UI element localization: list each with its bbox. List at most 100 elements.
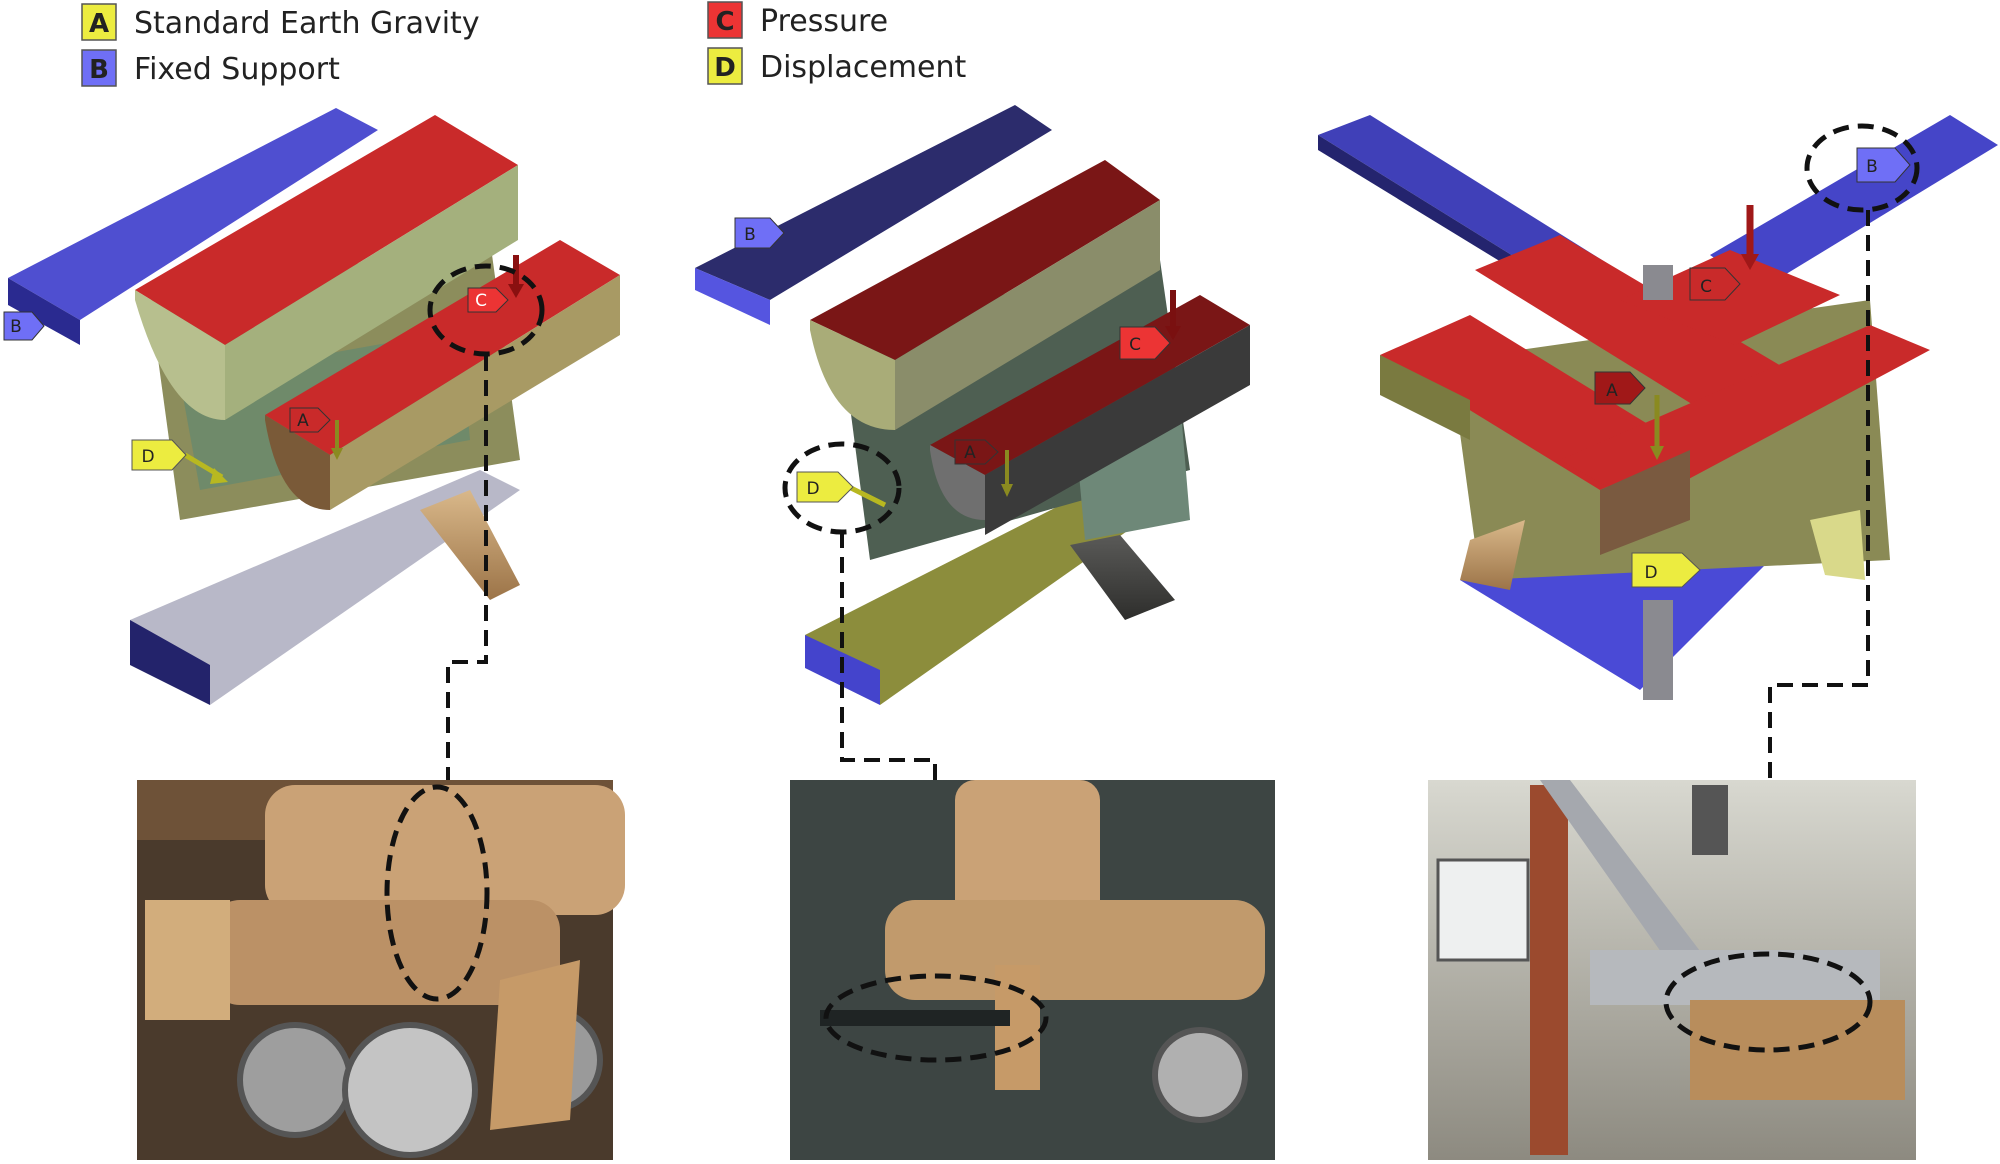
red-column [1530, 785, 1568, 1155]
support-beam-right [1710, 115, 1998, 290]
support-beam-side [8, 278, 80, 345]
wood-brace [420, 490, 520, 600]
brace-left [1460, 520, 1525, 590]
cross-log [885, 900, 1265, 1000]
tag-a-middle: A [954, 439, 999, 465]
log-top [265, 785, 625, 915]
top-beam-side [225, 165, 518, 420]
lower-beam-end [130, 620, 210, 705]
brace-right [1810, 510, 1865, 580]
legend-letter-d: D [714, 53, 736, 83]
tag-a-right: A [1594, 371, 1646, 405]
tag-a-left: A [289, 407, 331, 433]
cross-side-2 [1600, 450, 1690, 555]
leader-lines [446, 210, 1870, 1010]
legend-swatch-a [81, 3, 117, 41]
support-beam-top [8, 108, 378, 320]
photo-right [1428, 780, 1916, 1160]
tag-c-left-text: C [475, 291, 487, 311]
legend-label-a: Standard Earth Gravity [134, 6, 480, 41]
tag-d-left: D [131, 439, 187, 471]
legend-letter-a: A [89, 9, 109, 39]
legend-label-b: Fixed Support [134, 52, 340, 87]
fe-model-right: A B C D [1318, 115, 1998, 700]
actuator [1692, 785, 1728, 855]
post-top [1643, 265, 1673, 300]
gravity-arrow-a [1001, 450, 1013, 497]
tag-c-left: C [467, 287, 509, 313]
front-beam-side [330, 275, 620, 510]
fe-model-left: A B C D [3, 108, 620, 705]
tag-b-right: B [1856, 147, 1911, 183]
gravity-arrow-a [1650, 395, 1664, 460]
dark-brace [1070, 535, 1175, 620]
wood-joint [1690, 1000, 1905, 1100]
support-beam-left-side [1318, 135, 1560, 298]
leader-line-middle [840, 532, 937, 1010]
highlight-ellipse-right [1804, 123, 1920, 213]
front-beam-end [930, 445, 985, 520]
window [1436, 858, 1530, 962]
legend-swatch-b [81, 49, 117, 87]
tag-b-right-text: B [1866, 157, 1878, 177]
legend-swatch-d [707, 47, 743, 85]
legend-swatch-c [707, 1, 743, 39]
weight-disc-2 [342, 1022, 478, 1158]
tag-d-middle-text: D [806, 479, 819, 499]
center-post [955, 780, 1100, 925]
pressure-arrow-c [1165, 290, 1181, 340]
gravity-arrow-a [331, 420, 343, 460]
tag-a-right-text: A [1606, 381, 1618, 401]
steel-frame [1590, 950, 1880, 1005]
top-beam-end [135, 290, 225, 420]
tag-a-middle-text: A [964, 443, 976, 463]
tag-b-middle-text: B [744, 225, 756, 245]
lower-beam-top [130, 470, 520, 705]
tag-b-left: B [3, 311, 45, 341]
pressure-arrow-c [1741, 205, 1759, 270]
cross-beam-4 [1620, 250, 1840, 345]
tag-d-middle: D [796, 471, 854, 503]
tag-c-middle-text: C [1129, 335, 1141, 355]
legend-label-d: Displacement [760, 50, 966, 85]
photo-middle [790, 780, 1275, 1160]
photo-middle-ellipse [823, 973, 1049, 1063]
legend-item-c: C Pressure [707, 1, 888, 39]
top-beam-end [810, 320, 895, 430]
tag-c-right-text: C [1700, 277, 1712, 297]
support-beam-top [695, 105, 1052, 300]
legend-item-d: D Displacement [707, 47, 966, 85]
leader-line-left [446, 355, 488, 785]
tag-c-middle: C [1119, 326, 1171, 360]
top-beam-red [135, 115, 518, 345]
lower-block [995, 965, 1040, 1090]
top-beam-red [810, 160, 1160, 360]
legend-label-c: Pressure [760, 4, 888, 39]
wood-bracket [490, 960, 580, 1130]
support-beam-left [1318, 115, 1610, 285]
legend-item-b: B Fixed Support [81, 49, 340, 87]
highlight-ellipse-left [427, 263, 545, 357]
photo-left [137, 780, 625, 1160]
post-bottom [1643, 600, 1673, 700]
weight-disc [1152, 1027, 1248, 1123]
tag-c-right: C [1689, 267, 1741, 301]
front-beam-red [265, 240, 620, 455]
weight-disc-1 [237, 1022, 353, 1138]
tag-d-right-text: D [1644, 563, 1657, 583]
tag-a-left-text: A [297, 411, 309, 431]
support-beam-side [695, 268, 770, 325]
pressure-arrow-c [508, 255, 524, 298]
front-beam-side [985, 325, 1250, 535]
cross-side-1 [1380, 355, 1470, 440]
log-middle [210, 900, 560, 1005]
cross-beam-3 [1560, 325, 1930, 505]
front-beam-end [265, 415, 330, 510]
wood-block-left [145, 900, 230, 1020]
tag-b-middle: B [734, 217, 785, 249]
fe-model-middle: A B C D [695, 105, 1250, 705]
displacement-arrow-d [183, 452, 228, 484]
photo-right-ellipse [1663, 951, 1873, 1053]
legend-letter-c: C [715, 7, 734, 37]
